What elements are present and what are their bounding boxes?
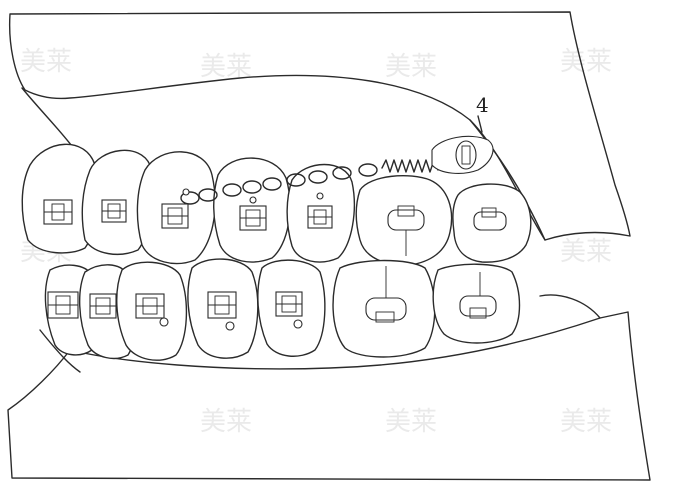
coil-spring: [381, 159, 439, 173]
bracket: [307, 205, 333, 229]
part-number-label: 4: [476, 93, 489, 117]
bracket: [239, 205, 267, 231]
bracket: [387, 205, 425, 256]
watermark: 美莱: [385, 407, 437, 437]
bracket: [89, 293, 117, 319]
bracket: [135, 293, 169, 327]
watermark: 美莱: [200, 52, 252, 82]
upper-tooth: [21, 143, 99, 254]
bracket: [365, 266, 407, 323]
bracket: [43, 199, 73, 225]
watermark: 美莱: [560, 47, 612, 77]
bracket: [473, 207, 507, 231]
power-chain: [180, 163, 378, 205]
watermark-layer: 美莱 美莱 美莱 美莱 美莱 美莱 美莱 美莱 美莱: [20, 47, 612, 437]
bracket: [207, 291, 237, 331]
watermark: 美莱: [385, 52, 437, 82]
bracket: [101, 199, 127, 223]
label-leader-line: [477, 115, 483, 133]
lower-brackets: [47, 266, 497, 331]
watermark: 美莱: [200, 407, 252, 437]
mini-implant: [431, 135, 494, 174]
watermark: 美莱: [560, 237, 612, 267]
bracket: [275, 291, 303, 329]
lower-gum-line: [39, 294, 601, 373]
bracket: [459, 272, 497, 319]
watermark: 美莱: [560, 407, 612, 437]
bracket: [161, 203, 189, 229]
bracket: [47, 291, 79, 319]
upper-brackets: [43, 199, 507, 256]
watermark: 美莱: [20, 47, 72, 77]
